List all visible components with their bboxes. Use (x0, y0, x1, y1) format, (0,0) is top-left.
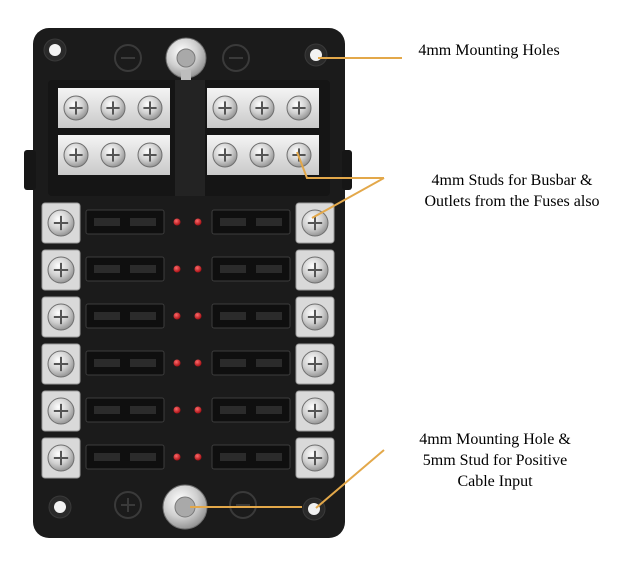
fuse-row (41, 202, 335, 244)
fuse-terminal-right (301, 303, 329, 331)
fuse-slot-left (85, 209, 165, 235)
busbar-stud (212, 95, 238, 121)
indicator-led (194, 312, 202, 320)
fuse-row (41, 343, 335, 385)
busbar-stud (249, 95, 275, 121)
fuse-row (41, 296, 335, 338)
busbar-stud (137, 95, 163, 121)
side-tab-right (342, 150, 352, 190)
busbar-stud (100, 95, 126, 121)
fuse-slot-right (211, 397, 291, 423)
fuse-slot-left (85, 397, 165, 423)
leader-busbar-stud (296, 151, 384, 179)
label-busbar-studs-line1: 4mm Studs for Busbar & (431, 172, 593, 189)
label-positive-input-line3: Cable Input (457, 473, 533, 490)
label-positive-input: 4mm Mounting Hole & 5mm Stud for Positiv… (390, 429, 600, 492)
leader-lines (190, 57, 402, 509)
indicator-led (173, 265, 181, 273)
fuse-row (41, 249, 335, 291)
busbar-stud (212, 142, 238, 168)
label-positive-input-line2: 5mm Stud for Positive (422, 452, 568, 469)
indicator-led (173, 406, 181, 414)
busbar-divider (175, 80, 205, 196)
leader-fuse-stud (311, 177, 385, 219)
fuse-row (41, 437, 335, 479)
fuse-terminal-left (47, 350, 75, 378)
indicator-led (173, 218, 181, 226)
fuse-terminal-right (301, 397, 329, 425)
fuse-terminal-right (301, 350, 329, 378)
fuse-terminal-left (47, 397, 75, 425)
indicator-led (194, 453, 202, 461)
fuse-rows (41, 202, 335, 479)
fuse-terminal-right (301, 209, 329, 237)
fuse-terminal-left (47, 209, 75, 237)
fuse-slot-right (211, 256, 291, 282)
fuse-slot-right (211, 303, 291, 329)
fuse-slot-left (85, 444, 165, 470)
fuse-slot-left (85, 303, 165, 329)
fuse-slot-left (85, 256, 165, 282)
indicator-led (194, 406, 202, 414)
fuse-terminal-right (301, 256, 329, 284)
fuse-terminal-left (47, 256, 75, 284)
leader-mounting-hole-bottom (315, 449, 385, 509)
fuse-terminal-left (47, 303, 75, 331)
busbar-stud (137, 142, 163, 168)
indicator-led (173, 359, 181, 367)
fuse-slot-left (85, 350, 165, 376)
indicator-led (194, 265, 202, 273)
polarity-marks-top (114, 44, 250, 72)
fuse-terminal-right (301, 444, 329, 472)
label-busbar-studs-line2: Outlets from the Fuses also (424, 193, 600, 210)
side-tab-left (24, 150, 36, 190)
label-busbar-studs: 4mm Studs for Busbar & Outlets from the … (392, 170, 632, 212)
indicator-led (173, 453, 181, 461)
busbar-stud (286, 95, 312, 121)
fuse-slot-right (211, 209, 291, 235)
fuse-slot-right (211, 444, 291, 470)
busbar-stud (249, 142, 275, 168)
indicator-led (194, 359, 202, 367)
busbar-stud (63, 142, 89, 168)
indicator-led (173, 312, 181, 320)
polarity-marks-bottom (114, 491, 257, 519)
busbar-studs (63, 95, 312, 168)
top-stud (165, 37, 207, 84)
label-mounting-holes: 4mm Mounting Holes (396, 40, 582, 61)
busbar-stud (63, 95, 89, 121)
fuse-terminal-left (47, 444, 75, 472)
label-positive-input-line1: 4mm Mounting Hole & (419, 431, 571, 448)
busbar-stud (100, 142, 126, 168)
indicator-led (194, 218, 202, 226)
label-mounting-holes-text: 4mm Mounting Holes (418, 42, 560, 59)
fuse-slot-right (211, 350, 291, 376)
fuse-row (41, 390, 335, 432)
